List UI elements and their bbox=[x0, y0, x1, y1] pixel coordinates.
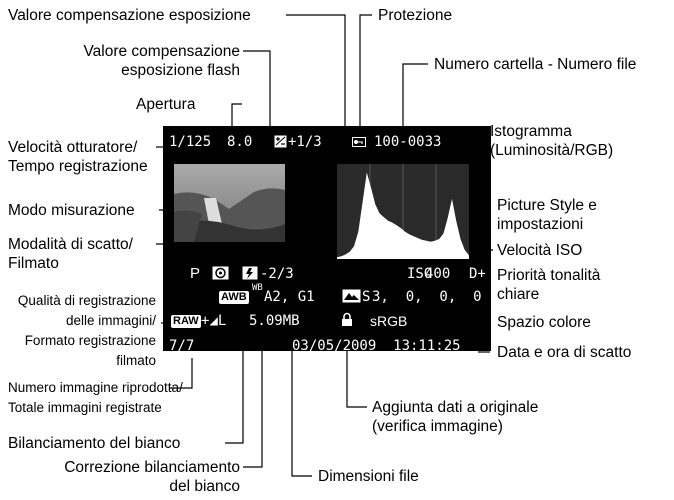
label-protection: Protezione bbox=[378, 7, 453, 24]
label-metering: Modo misurazione bbox=[8, 202, 135, 219]
quality-suffix: +◢L bbox=[201, 313, 227, 329]
flash-comp-icon bbox=[242, 266, 258, 280]
leader-folder-file bbox=[402, 63, 428, 145]
label-wb-correction: Correzione bilanciamento del bianco bbox=[64, 459, 240, 495]
file-size-value: 5.09MB bbox=[249, 313, 300, 329]
label-flash-comp: Valore compensazione esposizione flash bbox=[83, 43, 240, 79]
label-file-size: Dimensioni file bbox=[318, 468, 419, 485]
lcd-screen: 1/125 8.0 +1/3 100-0033 bbox=[163, 126, 491, 354]
shutter-speed: 1/125 bbox=[169, 134, 212, 150]
metering-icon bbox=[212, 266, 229, 280]
highlight-priority-value: D+ bbox=[469, 266, 486, 282]
leader-playback bbox=[170, 358, 193, 389]
label-shooting-mode: Modalità di scatto/ Filmato bbox=[8, 236, 133, 272]
label-picture-style: Picture Style e impostazioni bbox=[497, 197, 597, 233]
label-datetime: Data e ora di scatto bbox=[497, 344, 632, 361]
label-aperture: Apertura bbox=[136, 96, 196, 113]
histogram-curve bbox=[337, 172, 469, 259]
leader-aperture bbox=[231, 103, 242, 132]
leader-file-size bbox=[291, 340, 312, 477]
label-folder-file: Numero cartella - Numero file bbox=[434, 56, 637, 73]
wb-prefix: WB bbox=[252, 283, 263, 293]
wb-badge: AWB bbox=[219, 291, 249, 304]
leader-verification bbox=[346, 338, 367, 408]
picture-style-values: 3, 0, 0, 0 bbox=[372, 289, 482, 305]
image-count: 7/7 bbox=[169, 338, 195, 354]
wb-correction-value: A2, G1 bbox=[264, 289, 315, 305]
protect-key-icon bbox=[352, 137, 366, 147]
label-exposure-comp-value: Valore compensazione esposizione bbox=[8, 7, 251, 24]
thumbnail-image bbox=[174, 164, 285, 242]
leader-exposure-comp bbox=[286, 14, 346, 145]
label-white-balance: Bilanciamento del bianco bbox=[8, 435, 181, 452]
lock-icon bbox=[342, 312, 352, 326]
label-shutter: Velocità otturatore/ Tempo registrazione bbox=[8, 139, 148, 175]
picture-style-icon bbox=[342, 289, 361, 303]
folder-file-number: 100-0033 bbox=[374, 134, 442, 150]
shooting-datetime: 03/05/2009 13:11:25 bbox=[292, 338, 461, 354]
label-color-space: Spazio colore bbox=[497, 314, 591, 331]
aperture-value: 8.0 bbox=[227, 134, 253, 150]
leader-white-balance bbox=[225, 310, 244, 444]
exposure-comp-icon bbox=[274, 135, 287, 148]
exposure-comp-value: +1/3 bbox=[288, 134, 322, 150]
label-histogram: Istogramma (Luminosità/RGB) bbox=[490, 123, 614, 159]
raw-badge: RAW bbox=[171, 315, 201, 328]
label-iso-speed: Velocità ISO bbox=[497, 242, 583, 259]
picture-style-prefix: S bbox=[362, 289, 371, 305]
shooting-mode-value: P bbox=[190, 265, 201, 282]
iso-prefix: ISO bbox=[407, 266, 433, 282]
color-space-value: sRGB bbox=[370, 313, 408, 329]
leader-wb-correction bbox=[243, 310, 263, 468]
label-highlight-priority: Priorità tonalità chiare bbox=[497, 267, 601, 303]
iso-value: 400 bbox=[425, 266, 451, 282]
histogram bbox=[337, 164, 469, 259]
label-playback-number: Numero immagine riprodotta/ Totale immag… bbox=[8, 380, 183, 415]
flash-comp-value: -2/3 bbox=[260, 266, 294, 282]
label-quality: Qualità di registrazione delle immagini/… bbox=[17, 293, 156, 368]
label-verification: Aggiunta dati a originale (verifica imma… bbox=[372, 399, 539, 435]
leader-protection bbox=[359, 14, 372, 145]
